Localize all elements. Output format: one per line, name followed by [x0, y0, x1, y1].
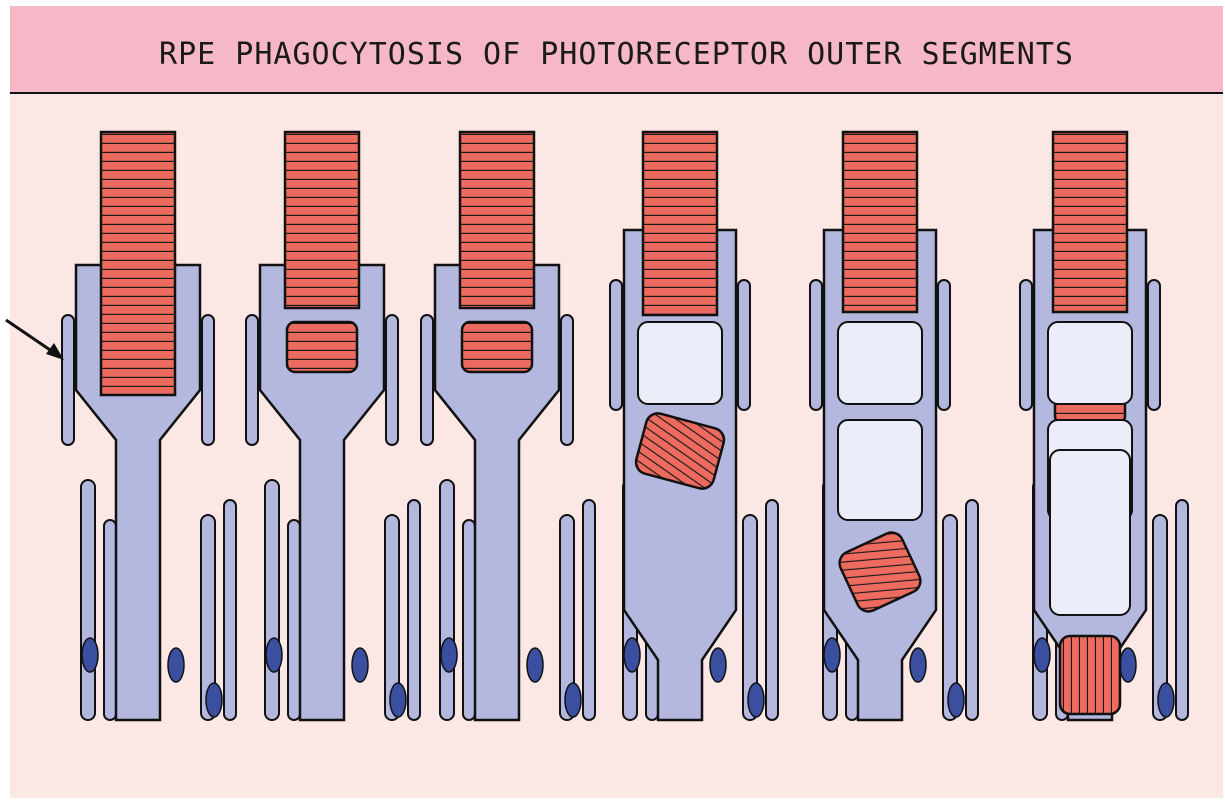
nucleus	[352, 648, 368, 682]
apical-process	[561, 315, 573, 445]
nucleus	[441, 638, 457, 672]
stage-panel-4	[610, 132, 778, 720]
nucleus	[910, 648, 926, 682]
outer-segment-discs	[285, 132, 359, 308]
apical-process	[202, 315, 214, 445]
pointer-arrow-icon	[6, 320, 64, 360]
microvillus	[104, 520, 116, 720]
apical-process	[610, 280, 622, 410]
vacuole	[838, 420, 922, 520]
apical-process	[421, 315, 433, 445]
outer-segment-discs	[1053, 132, 1127, 312]
microvillus	[766, 500, 778, 720]
nucleus	[168, 648, 184, 682]
outer-segment-discs	[101, 132, 175, 395]
nucleus	[565, 683, 581, 717]
apical-process	[62, 315, 74, 445]
microvillus	[583, 500, 595, 720]
vacuole	[838, 322, 922, 404]
shed-disc-packet	[462, 322, 532, 372]
apical-process	[386, 315, 398, 445]
microvillus	[288, 520, 300, 720]
nucleus	[266, 638, 282, 672]
nucleus	[748, 683, 764, 717]
vacuole	[1050, 450, 1130, 615]
vacuole	[638, 322, 722, 404]
apical-process	[938, 280, 950, 410]
stage-panel-1	[62, 132, 236, 720]
nucleus	[527, 648, 543, 682]
stage-panel-2	[246, 132, 420, 720]
stage-panel-3	[421, 132, 595, 720]
outer-segment-discs	[643, 132, 717, 315]
phagosome	[1060, 636, 1120, 714]
nucleus	[1034, 638, 1050, 672]
apical-process	[810, 280, 822, 410]
vacuole	[1048, 322, 1132, 404]
nucleus	[1158, 683, 1174, 717]
microvillus	[966, 500, 978, 720]
apical-process	[1020, 280, 1032, 410]
nucleus	[948, 683, 964, 717]
microvillus	[463, 520, 475, 720]
nucleus	[824, 638, 840, 672]
shed-disc-packet	[287, 322, 357, 372]
microvillus	[224, 500, 236, 720]
nucleus	[390, 683, 406, 717]
outer-segment-discs	[460, 132, 534, 308]
apical-process	[1148, 280, 1160, 410]
microvillus	[81, 480, 95, 720]
stage-panel-6	[1020, 132, 1188, 720]
nucleus	[82, 638, 98, 672]
microvillus	[408, 500, 420, 720]
microvillus	[1176, 500, 1188, 720]
nucleus	[624, 638, 640, 672]
apical-process	[246, 315, 258, 445]
nucleus	[1120, 648, 1136, 682]
apical-process	[738, 280, 750, 410]
nucleus	[206, 683, 222, 717]
outer-segment-discs	[843, 132, 917, 312]
microvillus	[265, 480, 279, 720]
microvillus	[440, 480, 454, 720]
nucleus	[710, 648, 726, 682]
stage-panel-5	[810, 132, 978, 720]
